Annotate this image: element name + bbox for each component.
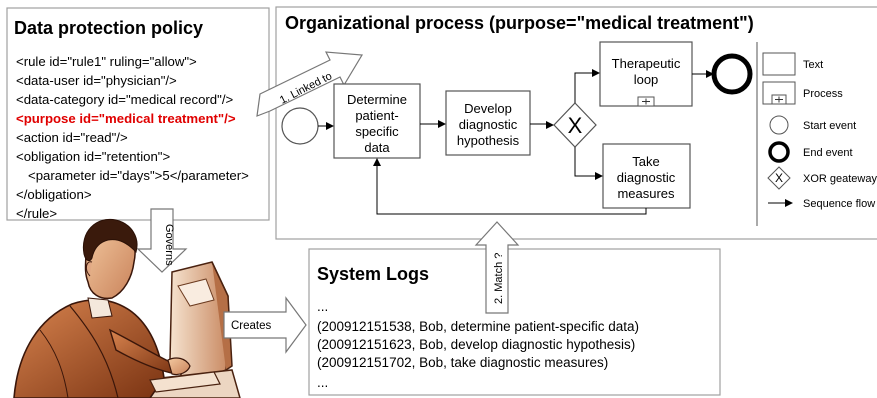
process-title: Organizational process (purpose="medical… [285, 13, 754, 33]
svg-text:data: data [364, 140, 390, 155]
creates-arrow: Creates [223, 296, 307, 354]
legend-flow-label: Sequence flow [803, 198, 875, 210]
legend-text-icon [762, 52, 796, 76]
legend-xor-icon [767, 166, 791, 190]
log-line: ... [317, 299, 328, 314]
policy-line: <action id="read"/> [16, 130, 128, 145]
flow-arrowheads [326, 69, 714, 180]
system-logs-panel: System Logs ... (200912151538, Bob, dete… [308, 248, 721, 396]
policy-line-purpose: <purpose id="medical treatment"/> [16, 111, 236, 126]
svg-text:patient-: patient- [355, 108, 398, 123]
logs-title: System Logs [317, 264, 429, 284]
svg-text:X: X [775, 171, 783, 185]
governs-label: Governs [163, 224, 175, 266]
person-at-computer-illustration [13, 218, 241, 398]
match-label: 2. Match ? [493, 253, 505, 304]
legend-process-label: Process [803, 88, 843, 100]
task-develop [445, 90, 531, 156]
start-event [281, 107, 319, 145]
svg-text:Therapeutic: Therapeutic [612, 56, 681, 71]
sequence-flows [318, 72, 708, 215]
governs-arrow: Governs [136, 208, 188, 273]
bpmn-process: Determine patient- specific data Develop… [281, 41, 753, 215]
policy-line: <obligation id="retention"> [16, 149, 170, 164]
creates-label: Creates [231, 320, 272, 332]
svg-text:hypothesis: hypothesis [457, 133, 520, 148]
legend-xor-label: XOR geateway [803, 173, 877, 185]
policy-line: <rule id="rule1" ruling="allow"> [16, 54, 197, 69]
svg-text:Develop: Develop [464, 101, 512, 116]
end-event [711, 53, 753, 95]
policy-title: Data protection policy [14, 18, 203, 38]
svg-text:Take: Take [632, 154, 659, 169]
legend-end-icon [768, 141, 790, 163]
policy-panel: Data protection policy <rule id="rule1" … [6, 7, 270, 221]
xor-gateway-symbol: X [568, 113, 583, 138]
legend-start-label: Start event [803, 120, 856, 132]
svg-text:Determine: Determine [347, 92, 407, 107]
legend-start-icon [769, 115, 789, 135]
policy-line: </obligation> [16, 187, 92, 202]
policy-line: </rule> [16, 206, 57, 221]
svg-text:measures: measures [617, 186, 675, 201]
legend-text-label: Text [803, 59, 823, 71]
policy-line: <parameter id="days">5</parameter> [28, 168, 249, 183]
svg-text:loop: loop [634, 72, 659, 87]
svg-text:diagnostic: diagnostic [617, 170, 676, 185]
log-line: (200912151538, Bob, determine patient-sp… [317, 319, 639, 334]
legend: Text Process Start event End event X XOR… [756, 42, 877, 226]
log-line: (200912151623, Bob, develop diagnostic h… [317, 337, 635, 352]
policy-line: <data-user id="physician"/> [16, 73, 177, 88]
legend-end-label: End event [803, 147, 853, 159]
task-determine [333, 83, 421, 159]
svg-text:diagnostic: diagnostic [459, 117, 518, 132]
policy-line: <data-category id="medical record"/> [16, 92, 233, 107]
match-arrow: 2. Match ? [474, 221, 520, 314]
svg-text:specific: specific [355, 124, 399, 139]
log-line: (200912151702, Bob, take diagnostic meas… [317, 355, 608, 370]
log-line: ... [317, 375, 328, 390]
